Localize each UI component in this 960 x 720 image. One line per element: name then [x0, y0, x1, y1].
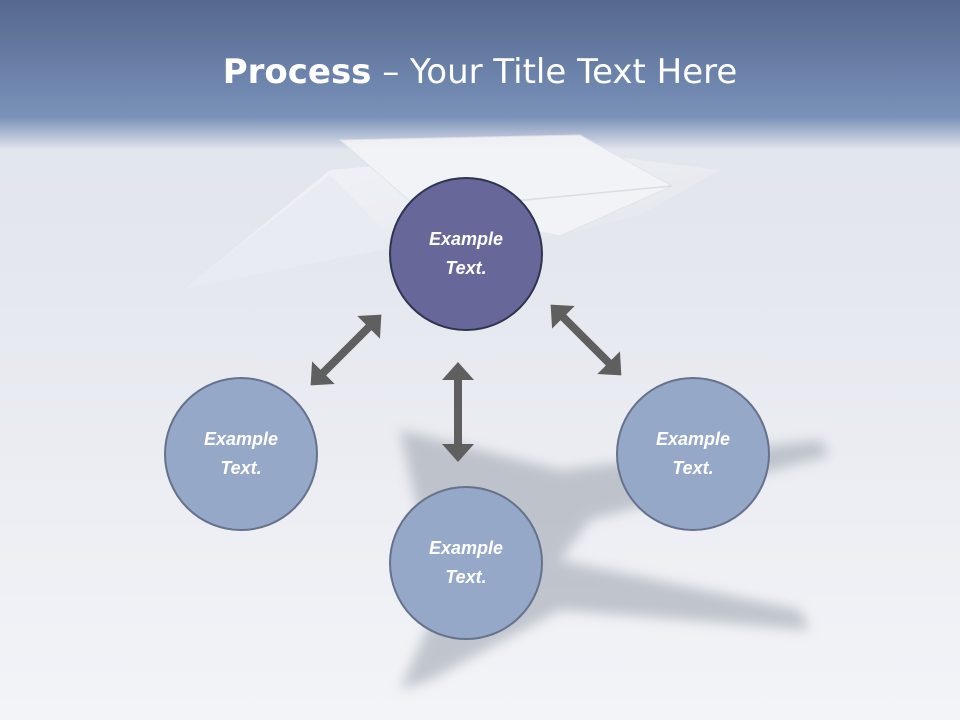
process-node-left: Example Text.	[164, 377, 318, 531]
process-node-center: Example Text.	[389, 177, 543, 331]
node-label-center: Example Text.	[428, 229, 504, 278]
node-label-right: Example Text.	[655, 429, 731, 478]
slide-title: Process – Your Title Text Here	[0, 52, 960, 92]
title-rest: – Your Title Text Here	[371, 52, 738, 92]
title-bar	[0, 0, 960, 150]
node-label-left: Example Text.	[203, 429, 279, 478]
title-bold: Process	[222, 52, 372, 92]
node-label-bottom: Example Text.	[428, 538, 504, 587]
arrow-center-right	[550, 304, 622, 376]
arrows	[310, 304, 622, 462]
arrow-center-bottom	[442, 362, 474, 462]
process-node-right: Example Text.	[616, 377, 770, 531]
process-node-bottom: Example Text.	[389, 486, 543, 640]
arrow-center-left	[310, 314, 382, 386]
